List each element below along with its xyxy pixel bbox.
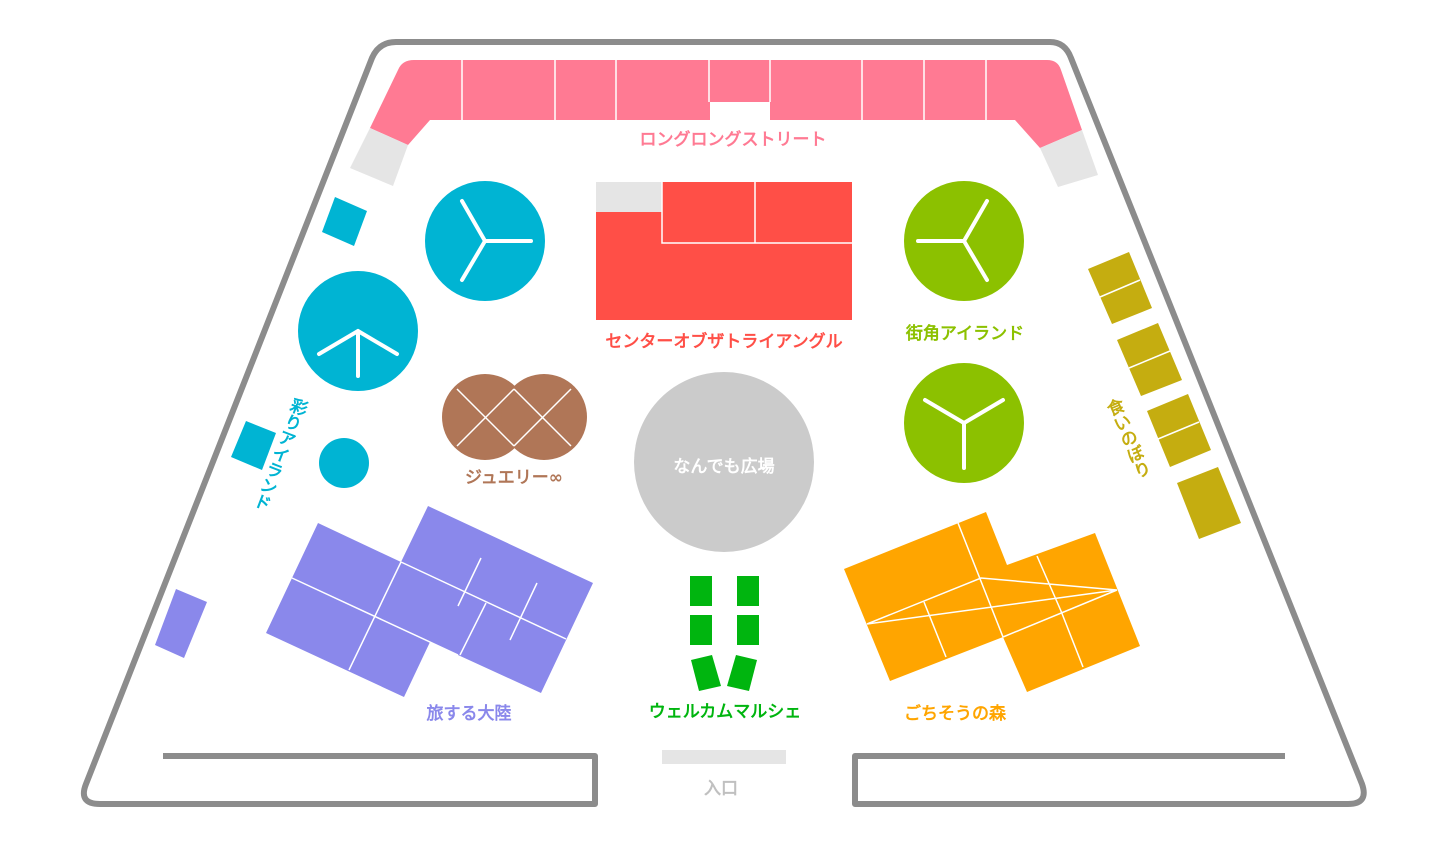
venue-wall <box>80 39 1367 807</box>
label-jewelry: ジュエリー∞ <box>465 468 563 488</box>
area-tabisuru-tairiku[interactable] <box>155 506 593 697</box>
label-long-street: ロングロングストリート <box>640 129 827 150</box>
label-entrance: 入口 <box>704 779 738 799</box>
area-center-triangle[interactable] <box>596 182 852 320</box>
area-jewelry[interactable] <box>442 374 587 460</box>
label-tabisuru-tairiku: 旅する大陸 <box>427 703 512 724</box>
label-gochisou-forest: ごちそうの森 <box>904 703 1007 724</box>
area-long-street[interactable] <box>350 60 1098 187</box>
area-kuinobori[interactable] <box>1088 252 1241 539</box>
label-center-triangle: センターオブザトライアングル <box>605 331 842 352</box>
entrance-mat <box>662 750 786 764</box>
area-gochisou-forest[interactable] <box>844 512 1140 692</box>
area-machikado-island[interactable] <box>904 181 1024 483</box>
unassigned-booth <box>1040 130 1098 187</box>
unassigned-booth <box>596 182 662 212</box>
area-irodori-island[interactable] <box>231 181 545 488</box>
unassigned-booth <box>350 128 408 186</box>
area-nandemo-plaza[interactable] <box>634 372 814 552</box>
label-nandemo-plaza: なんでも広場 <box>673 456 774 477</box>
label-machikado-island: 街角アイランド <box>905 323 1024 344</box>
label-welcome-marche: ウェルカムマルシェ <box>649 702 802 722</box>
area-welcome-marche[interactable] <box>690 576 759 691</box>
label-kuinobori: 食いのぼり <box>1100 395 1152 482</box>
